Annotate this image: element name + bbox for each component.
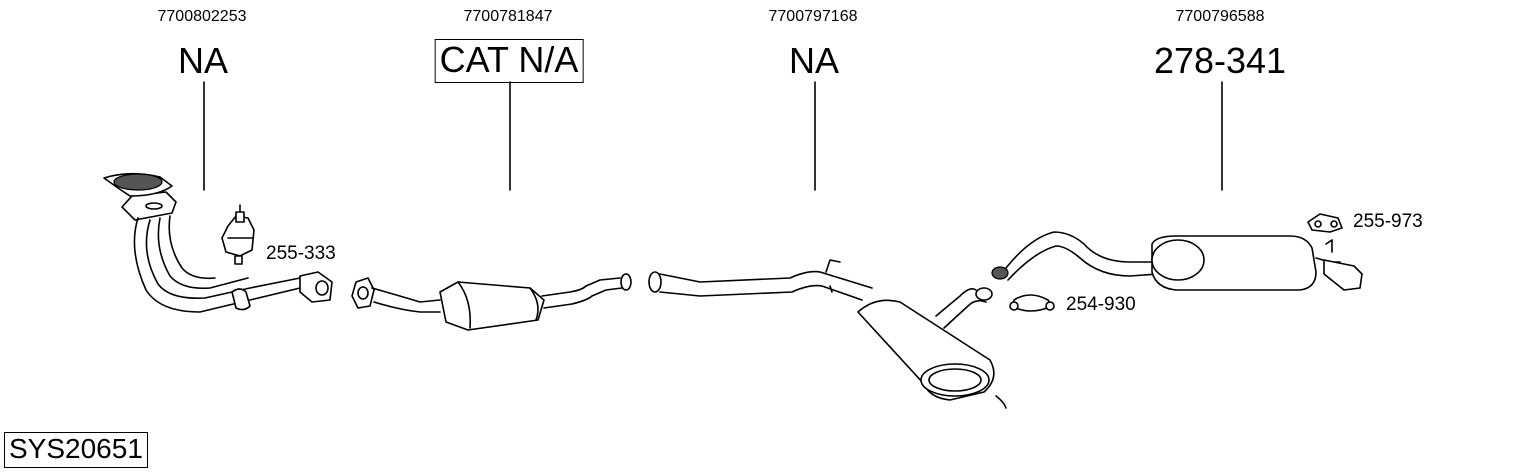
catalyst-body <box>439 281 545 331</box>
accessory-label-clamp[interactable]: 254-930 <box>1066 294 1136 315</box>
hanger-icon[interactable] <box>1307 213 1343 233</box>
rear-silencer-drawing[interactable] <box>991 231 1363 291</box>
part-label-rear-silencer[interactable]: 278-341 <box>1153 40 1287 81</box>
diagram-id-label: SYS20651 <box>4 432 148 469</box>
part-label-front-pipe[interactable]: NA <box>177 40 229 81</box>
part-label-middle-silencer[interactable]: NA <box>788 40 840 81</box>
clamp-icon[interactable] <box>1009 294 1055 312</box>
catalyst-drawing[interactable] <box>351 273 632 331</box>
oe-number-catalyst: 7700781847 <box>463 8 553 25</box>
accessory-label-hanger[interactable]: 255-973 <box>1353 211 1423 232</box>
accessory-label-rubber-mount[interactable]: 255-333 <box>266 243 336 264</box>
middle-silencer-drawing[interactable] <box>648 259 1007 409</box>
rubber-mount-icon[interactable] <box>221 204 255 265</box>
oe-number-front-pipe: 7700802253 <box>157 8 247 25</box>
leader-lines <box>203 81 1223 191</box>
oe-number-rear-silencer: 7700796588 <box>1175 8 1265 25</box>
front-pipe-drawing[interactable] <box>103 172 333 313</box>
rear-silencer-tailpipe <box>1323 259 1363 291</box>
oe-number-middle-silencer: 7700797168 <box>768 8 858 25</box>
part-label-catalyst[interactable]: CAT N/A <box>434 39 584 83</box>
